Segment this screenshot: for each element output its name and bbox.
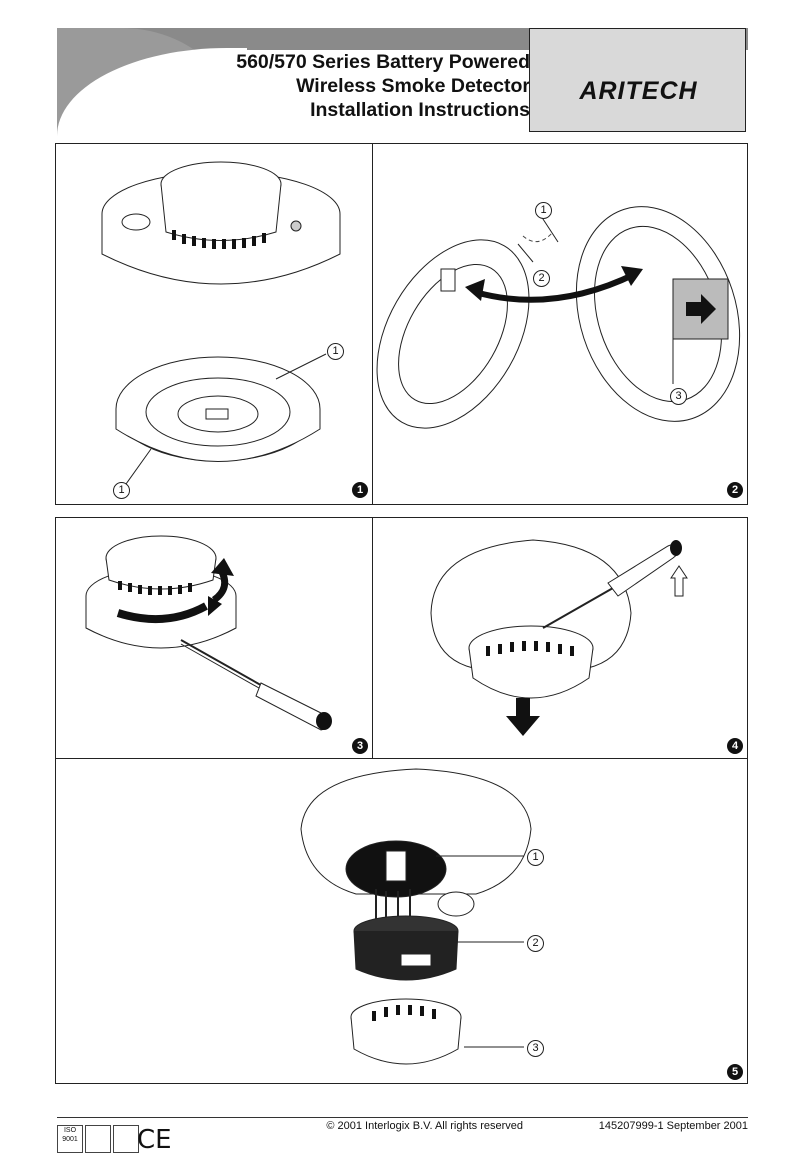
step-4-panel: 4 [372,517,748,759]
step-2-panel: 1 2 3 2 [372,143,748,505]
iso-label: ISO 9001 [62,1127,78,1143]
remove-head-illustration [430,539,688,736]
certification-logos: ISO 9001 [57,1125,157,1155]
battery-tab-illustration [376,206,741,429]
step-5-panel: 1 2 3 5 [55,758,748,1084]
title-line-3: Installation Instructions [310,99,530,121]
document-title: 560/570 Series Battery Powered Wireless … [200,50,530,122]
footer-rule [57,1117,748,1118]
iso-certification-logo: ISO 9001 [57,1125,83,1153]
step-4-number: 4 [727,738,743,754]
step-1-number: 1 [352,482,368,498]
step-5-callout-1: 1 [527,849,544,866]
step-1-panel: 1 1 1 [55,143,373,505]
step-2-callout-1: 1 [535,202,552,219]
quality-seal-logo [85,1125,111,1153]
title-line-2: Wireless Smoke Detector [296,75,530,97]
brand-box: ARITECH [529,28,746,132]
detector-base-illustration [101,161,341,485]
step-5-number: 5 [727,1064,743,1080]
ce-mark: CE [137,1125,172,1155]
step-3-number: 3 [352,738,368,754]
step-2-number: 2 [727,482,743,498]
brand-logo: ARITECH [579,77,698,105]
copyright-text: © 2001 Interlogix B.V. All rights reserv… [326,1120,523,1132]
step-2-callout-2: 2 [533,270,550,287]
step-5-callout-3: 3 [527,1040,544,1057]
step-3-panel: 3 [55,517,373,759]
vit-logo [113,1125,139,1153]
document-reference: 145207999-1 September 2001 [598,1120,748,1132]
step-1-callout-1: 1 [327,343,344,360]
twist-head-illustration [85,535,332,731]
title-line-1: 560/570 Series Battery Powered [236,51,530,73]
battery-insert-illustration [300,768,532,1065]
step-1-callout-2: 1 [113,482,130,499]
step-5-callout-2: 2 [527,935,544,952]
step-2-callout-3: 3 [670,388,687,405]
